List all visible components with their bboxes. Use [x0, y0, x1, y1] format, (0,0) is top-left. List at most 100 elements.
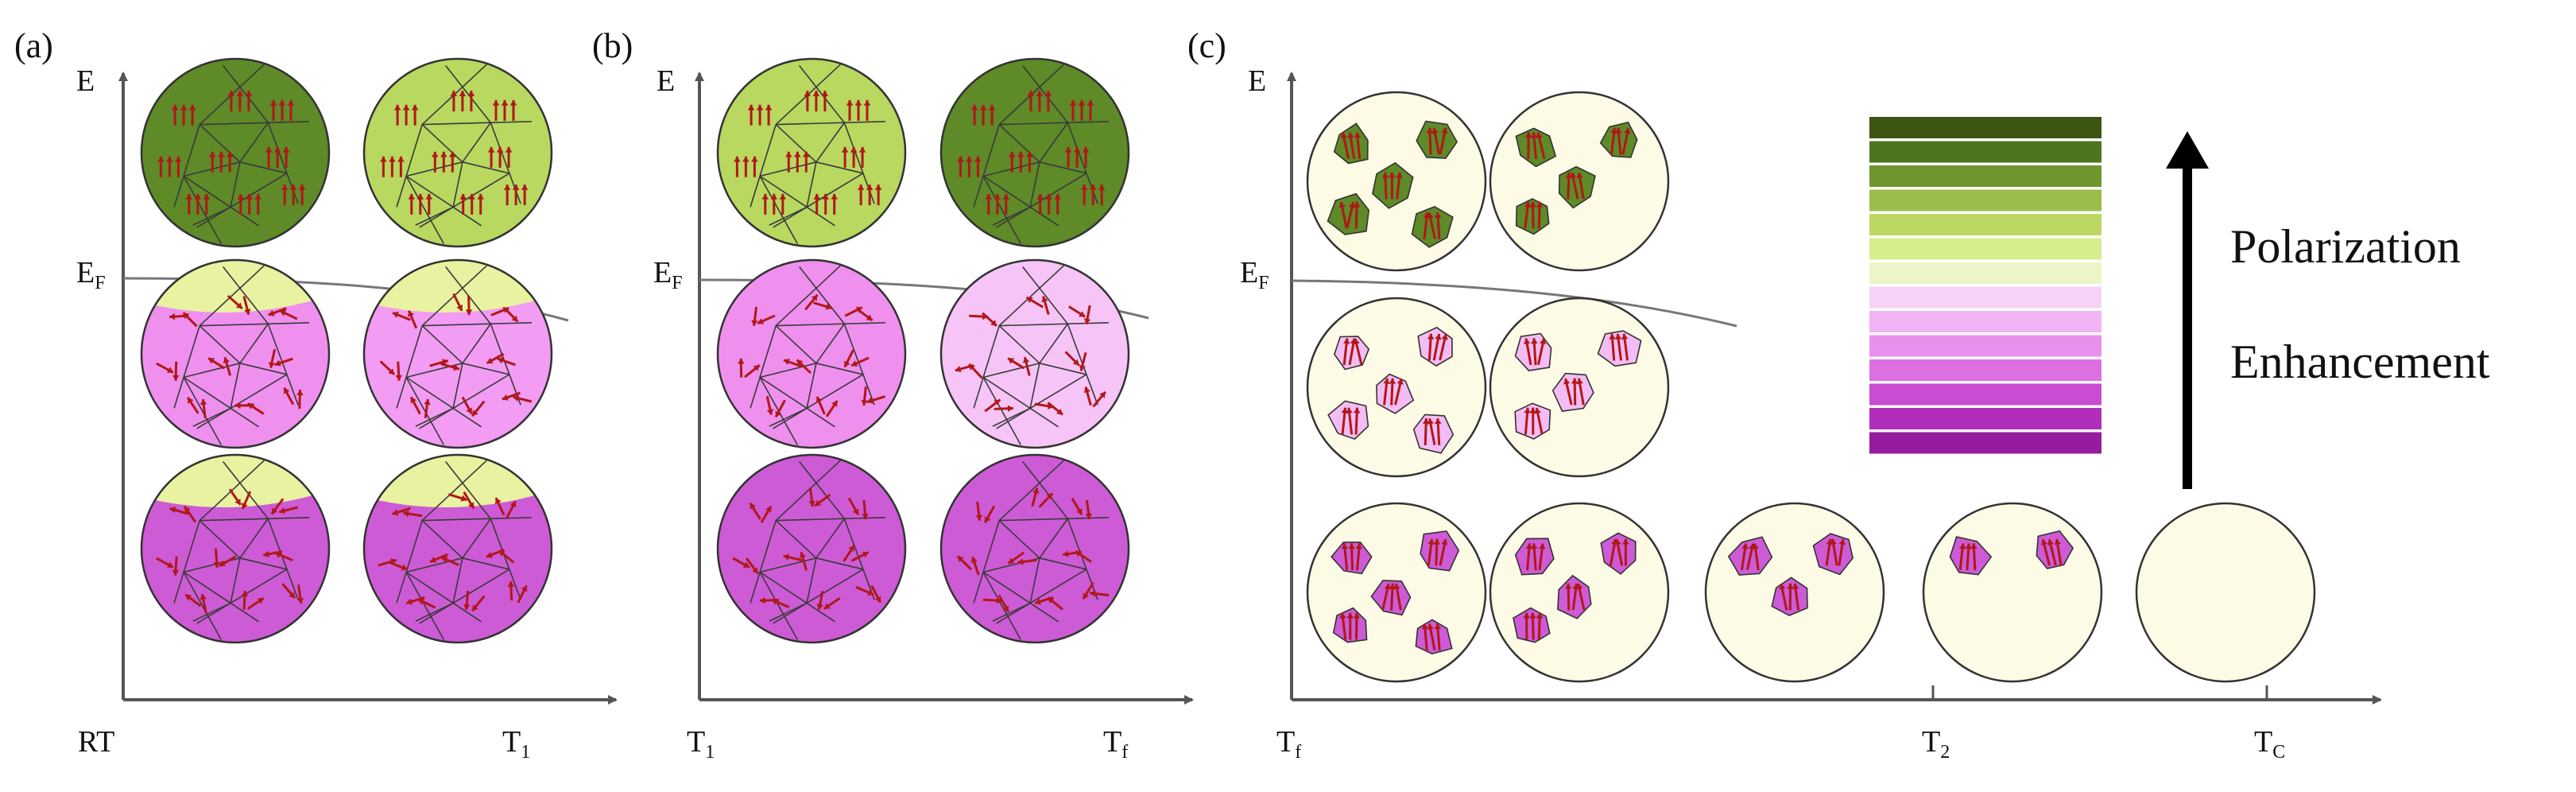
dipole-arrow-head	[1421, 623, 1429, 630]
dipole-arrow-head	[866, 184, 874, 190]
dipole-arrow-head	[410, 397, 417, 404]
dipole-arrow-head	[289, 592, 296, 599]
legend-color-swatch	[1869, 189, 2101, 212]
nano-domain	[1515, 127, 1557, 168]
legend-color-swatch	[1869, 214, 2101, 235]
panel-a-tag: (a)	[14, 26, 53, 65]
panel-b-ef-subscript: F	[672, 273, 682, 293]
grain	[362, 57, 553, 248]
domain-wall	[1029, 161, 1040, 208]
domain-wall	[239, 323, 269, 364]
dipole-arrow-head	[188, 397, 194, 404]
domain-wall	[462, 518, 491, 559]
dipole-arrow-head	[1427, 418, 1435, 425]
dipole-arrow-head	[223, 357, 230, 363]
domain-wall	[999, 322, 1110, 327]
domain-wall	[1039, 518, 1068, 559]
dipole-arrow-head	[199, 398, 207, 406]
grain-outline	[939, 57, 1130, 248]
domain-wall	[982, 377, 1021, 445]
dipole-arrow-head	[503, 184, 511, 190]
panel-a-x-end-subscript: 1	[521, 742, 530, 763]
dipole-arrow-head	[244, 309, 251, 315]
domain-wall	[183, 571, 259, 623]
domain-wall	[998, 325, 1040, 364]
dipole-arrow-head	[1838, 538, 1846, 545]
dipole-arrow-head	[511, 315, 518, 322]
dipole-arrow-head	[296, 597, 304, 604]
dipole-arrow-head	[867, 589, 874, 596]
domain-wall	[773, 569, 864, 624]
domain-wall	[405, 377, 444, 445]
domain-wall	[996, 569, 1087, 624]
dipole-arrow-head	[1615, 127, 1622, 134]
dipole-arrow-head	[509, 99, 517, 106]
dipole-arrow-head	[1338, 202, 1346, 208]
dipole-arrow-head	[1022, 357, 1030, 363]
dipole-arrow-head	[1342, 338, 1350, 344]
nano-domain	[1513, 607, 1551, 643]
domain-wall	[998, 460, 1064, 522]
dipole-arrow-head	[296, 390, 304, 396]
dipole-arrow-head	[750, 503, 756, 510]
dipole-arrow-head	[507, 581, 515, 588]
domain-wall	[239, 557, 288, 570]
nano-domain	[1597, 330, 1642, 367]
legend-color-swatch	[1869, 165, 2101, 187]
domain-wall	[230, 557, 241, 604]
dipole-arrow-head	[1078, 99, 1086, 106]
dipole-arrow-head	[988, 104, 996, 111]
panel-a-grains	[140, 57, 553, 644]
domain-wall	[223, 266, 269, 324]
dipole-arrow-head	[1083, 386, 1090, 394]
dipole-arrow-head	[1435, 334, 1442, 340]
dipole-arrow-head	[751, 320, 758, 326]
grain	[1306, 91, 1487, 272]
dipole-arrow-head	[430, 556, 437, 563]
polarization-label: Polarization	[2230, 220, 2461, 273]
dipole-arrow-head	[1355, 543, 1363, 549]
dipole-arrow-head	[1089, 184, 1097, 190]
dipole-arrow-head	[796, 359, 804, 367]
dipole-arrow-head	[1830, 538, 1837, 545]
dipole-arrow-head	[1609, 333, 1616, 340]
dipole-arrow-head	[397, 156, 405, 162]
dipole-arrow-head	[1614, 333, 1622, 340]
dipole-arrow-head	[771, 598, 778, 605]
grain-outline	[140, 57, 331, 248]
dipole-arrow-head	[1080, 184, 1088, 190]
nano-domain	[1727, 536, 1773, 576]
domain-wall	[239, 363, 288, 375]
dipole-arrow-head	[494, 498, 502, 504]
grain	[2135, 502, 2316, 683]
dipole-arrow-head	[425, 193, 433, 200]
dipole-arrow-head	[1525, 543, 1533, 549]
dipole-arrow-head	[1422, 418, 1430, 425]
domain-wall	[815, 122, 845, 163]
svg-text:TC: TC	[2254, 725, 2285, 763]
domain-wall	[239, 161, 288, 174]
domain-wall	[183, 377, 222, 445]
dipole-arrow-head	[1069, 99, 1077, 106]
dipole-arrow-head	[406, 598, 413, 605]
dipole-arrow-head	[854, 99, 862, 106]
legend-color-swatch	[1869, 141, 2101, 163]
dipole-arrow-head	[234, 498, 241, 505]
dipole-arrow-head	[1434, 418, 1442, 425]
grain-outline	[716, 57, 907, 248]
grain-domains	[738, 265, 886, 445]
dipole-arrow-head	[465, 309, 473, 316]
grain	[716, 453, 907, 644]
dipole-arrow-head	[1389, 172, 1396, 178]
domain-wall	[973, 520, 1000, 604]
dipole-arrow-head	[166, 561, 173, 568]
dipole-arrow-head	[183, 313, 190, 320]
dipole-arrow-head	[245, 91, 253, 96]
dipole-arrow-head	[1098, 184, 1106, 190]
dipole-arrow-head	[185, 594, 192, 601]
nano-domain	[1949, 536, 1993, 576]
dipole-arrow-head	[751, 156, 758, 162]
panel-c-tick-t2-subscript: 2	[1940, 742, 1950, 763]
legend-color-swatch	[1869, 335, 2101, 357]
